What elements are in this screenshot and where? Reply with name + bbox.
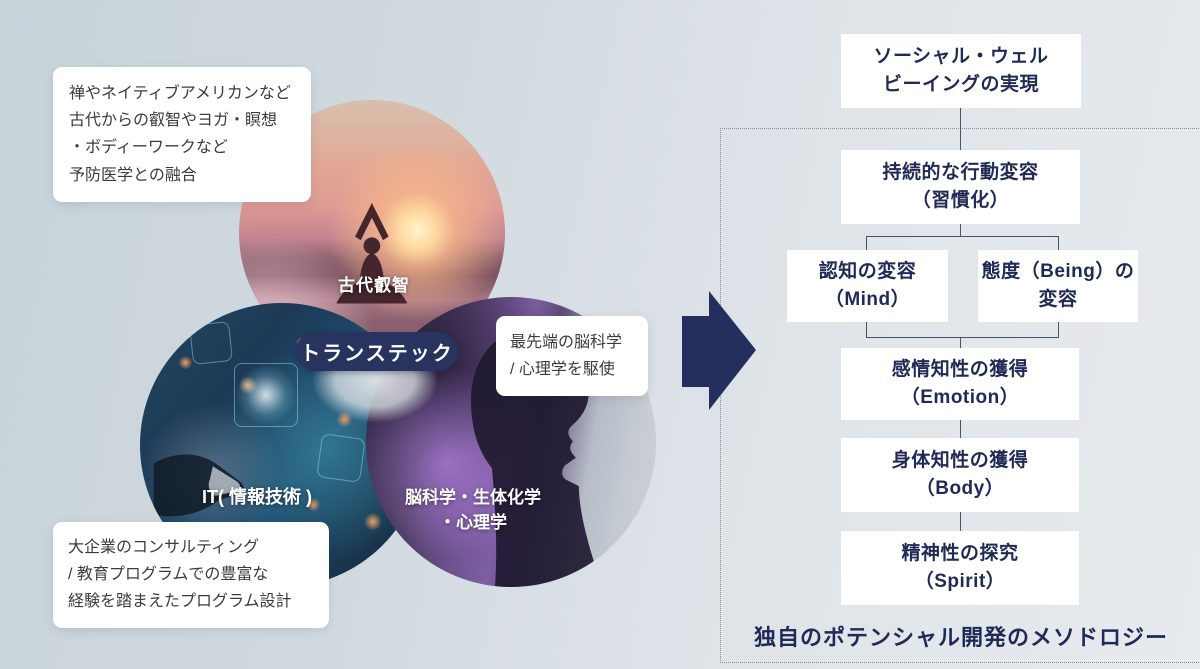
flow-box-emotion: 感情知性の獲得 （Emotion） xyxy=(841,348,1079,420)
connector-line xyxy=(960,224,961,237)
connector-line xyxy=(960,420,961,438)
neuroscience-label-line2: ・心理学 xyxy=(439,512,507,532)
neuroscience-label-line1: 脳科学・生体化学 xyxy=(405,488,541,507)
callout-line: ・ボディーワークなど xyxy=(69,139,228,157)
flow-box-spirit: 精神性の探究 （Spirit） xyxy=(841,531,1079,605)
flow-box-line: （Spirit） xyxy=(914,571,1006,592)
callout-line: 経験を踏まえたプログラム設計 xyxy=(68,593,292,611)
flow-box-line: 感情知性の獲得 xyxy=(891,358,1029,380)
flow-box-line: ビーイングの実現 xyxy=(882,74,1039,95)
callout-line: 予防医学との融合 xyxy=(69,166,197,184)
flow-box-line: 認知の変容 xyxy=(818,260,917,282)
transtech-pill: トランステック xyxy=(296,332,458,371)
connector-line xyxy=(960,512,961,531)
flow-box-mind: 認知の変容 （Mind） xyxy=(787,250,948,322)
brain-science-callout: 最先端の脳科学 / 心理学を駆使 xyxy=(496,316,648,397)
circuit-chip-icon xyxy=(233,362,298,427)
flow-box-line: ソーシャル・ウェル xyxy=(873,45,1049,67)
flow-box-behavior-change: 持続的な行動変容 （習慣化） xyxy=(841,150,1080,224)
flow-box-line: 身体知性の獲得 xyxy=(891,449,1029,471)
callout-line: 大企業のコンサルティング xyxy=(68,539,260,556)
flow-box-being: 態度（Being）の 変容 xyxy=(978,250,1138,322)
ancient-wisdom-callout: 禅やネイティブアメリカンなど 古代からの叡智やヨガ・瞑想 ・ボディーワークなど … xyxy=(53,67,311,202)
connector-line xyxy=(960,337,961,348)
right-arrow-icon xyxy=(682,291,756,410)
callout-line: / 教育プログラムでの豊富な xyxy=(68,566,269,584)
callout-line: 古代からの叡智やヨガ・瞑想 xyxy=(69,112,278,130)
flow-box-line: 精神性の探究 xyxy=(901,542,1019,564)
connector-line xyxy=(866,236,1059,237)
flow-box-line: 持続的な行動変容 xyxy=(882,161,1039,183)
callout-line: 最先端の脳科学 xyxy=(510,334,623,351)
ancient-wisdom-label: 古代叡智 xyxy=(338,276,410,295)
flow-box-line: （Mind） xyxy=(824,289,911,310)
neuroscience-label: 脳科学・生体化学 ・心理学 xyxy=(393,486,553,535)
circuit-chip-icon xyxy=(189,320,234,365)
flow-box-line: 変容 xyxy=(1038,289,1078,310)
connector-line xyxy=(1058,322,1059,338)
flow-box-line: （Emotion） xyxy=(900,387,1020,408)
methodology-caption: 独自のポテンシャル開発のメソドロジー xyxy=(753,625,1168,650)
callout-line: / 心理学を駆使 xyxy=(510,361,615,379)
flow-box-line: （習慣化） xyxy=(911,190,1010,211)
connector-line xyxy=(1058,236,1059,250)
flow-box-body: 身体知性の獲得 （Body） xyxy=(841,438,1079,512)
callout-line: 禅やネイティブアメリカンなど xyxy=(69,85,291,102)
consulting-callout: 大企業のコンサルティング / 教育プログラムでの豊富な 経験を踏まえたプログラム… xyxy=(53,522,329,628)
connector-line xyxy=(960,108,961,150)
flow-box-social-wellbeing: ソーシャル・ウェル ビーイングの実現 xyxy=(841,34,1081,108)
pointing-hand-icon xyxy=(154,454,245,517)
connector-line xyxy=(866,322,867,338)
flow-box-line: （Body） xyxy=(915,478,1005,499)
flow-box-line: 態度（Being）の xyxy=(981,260,1135,282)
connector-line xyxy=(866,236,867,250)
connector-line xyxy=(866,337,1059,338)
yoga-silhouette-icon xyxy=(336,202,408,304)
it-label: IT( 情報技術 ) xyxy=(202,487,312,507)
